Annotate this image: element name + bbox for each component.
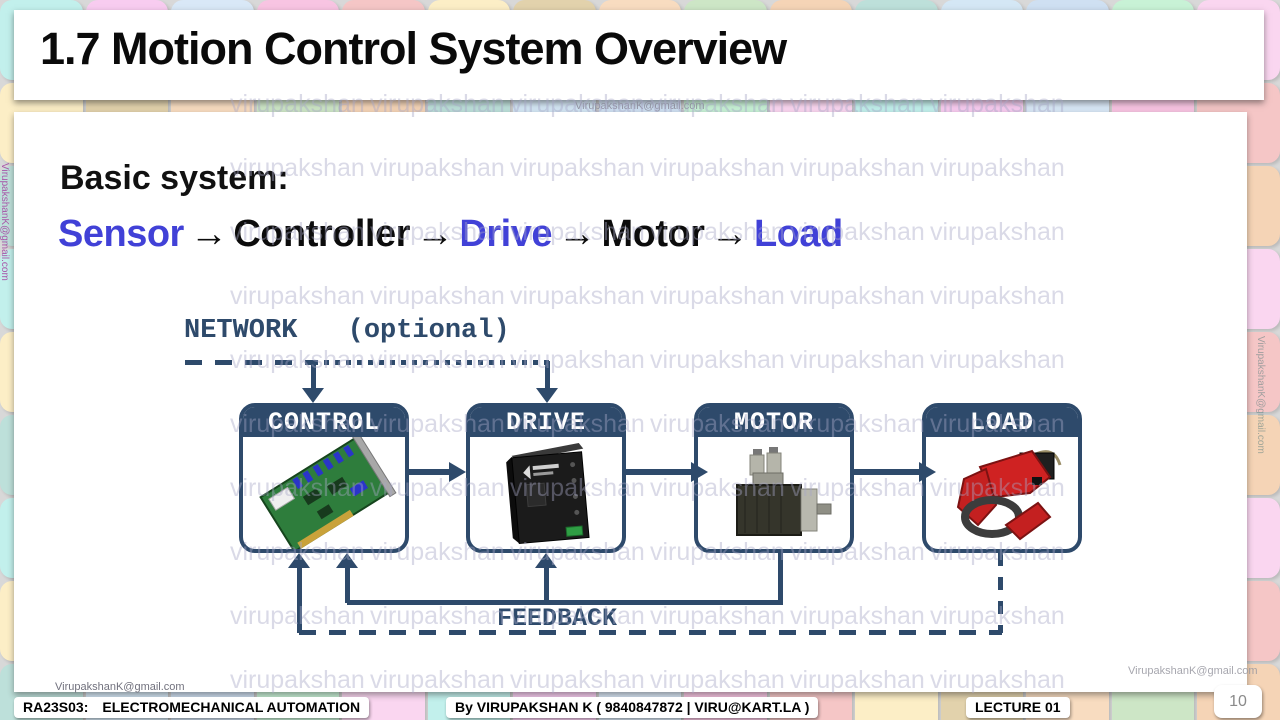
course-name: ELECTROMECHANICAL AUTOMATION [102,699,361,715]
arrow-drive-to-motor [626,462,708,482]
arrow-right-icon [691,462,708,482]
drive-box-label: DRIVE [470,407,622,437]
arrow-control-to-drive [409,462,466,482]
network-arrow-to-drive [536,361,558,403]
motor-box-label: MOTOR [698,407,850,437]
page-title: 1.7 Motion Control System Overview [40,23,787,74]
arrow-stem [409,469,451,475]
basic-system-heading: Basic system: [60,159,289,197]
arrow-stem [854,469,921,475]
arrow-right-icon [919,462,936,482]
motor-image [698,437,850,549]
feedback-solid-line [347,600,783,605]
footer-author-chip: By VIRUPAKSHAN K ( 9840847872 | VIRU@KAR… [446,697,819,718]
arrow-stem [626,469,693,475]
gripper-load-image [926,437,1078,549]
arrow-up-icon [336,553,358,568]
page-number: 10 [1214,685,1262,718]
title-bar: 1.7 Motion Control System Overview [14,10,1264,100]
feedback-arrow-to-drive [535,553,557,603]
servo-drive-image [470,437,622,549]
footer-lecture-chip: LECTURE 01 [966,697,1070,718]
diagram-box-load: LOAD [922,403,1082,553]
network-text: NETWORK [184,316,298,346]
load-box-label: LOAD [926,407,1078,437]
feedback-dashed-arrow-to-control [288,553,310,633]
arrow-up-icon [535,553,557,568]
flow-item-drive: Drive [459,213,552,255]
arrow-stem [544,566,549,603]
flow-item-sensor: Sensor [58,213,184,255]
arrow-down-icon [302,388,324,403]
feedback-dashed-line [299,630,1002,635]
diagram-box-drive: DRIVE [466,403,626,553]
network-arrow-to-control [302,361,324,403]
flow-item-motor: Motor [601,213,705,255]
flow-item-load: Load [753,213,843,255]
flow-line: Sensor→Controller→Drive→Motor→Load [58,213,843,256]
footer-course-chip: RA23S03: ELECTROMECHANICAL AUTOMATION [14,697,370,718]
feedback-label: FEEDBACK [496,604,618,633]
course-code: RA23S03: [23,699,89,715]
feedback-dashed-line-from-load [998,553,1003,633]
arrow-stem [297,566,302,633]
network-dotted-line [313,360,553,365]
arrow-stem [545,361,550,390]
feedback-arrow-to-control [336,553,358,603]
flow-arrow-icon: → [710,213,748,255]
network-optional-text: (optional) [347,316,510,346]
arrow-stem [345,566,350,603]
arrow-stem [311,361,316,390]
arrow-up-icon [288,553,310,568]
flow-arrow-icon: → [557,213,596,255]
arrow-down-icon [536,388,558,403]
slide-content: Basic system: Sensor→Controller→Drive→Mo… [14,112,1247,692]
arrow-right-icon [449,462,466,482]
control-card-image [243,437,405,549]
network-label: NETWORK (optional) [184,316,510,346]
diagram-box-motor: MOTOR [694,403,854,553]
network-dashed-line [185,360,313,365]
flow-arrow-icon: → [189,213,228,255]
control-box-label: CONTROL [243,407,405,437]
flow-arrow-icon: → [415,213,454,255]
flow-item-controller: Controller [233,213,410,255]
feedback-line-from-motor [778,553,783,605]
arrow-motor-to-load [854,462,936,482]
diagram-box-control: CONTROL [239,403,409,553]
